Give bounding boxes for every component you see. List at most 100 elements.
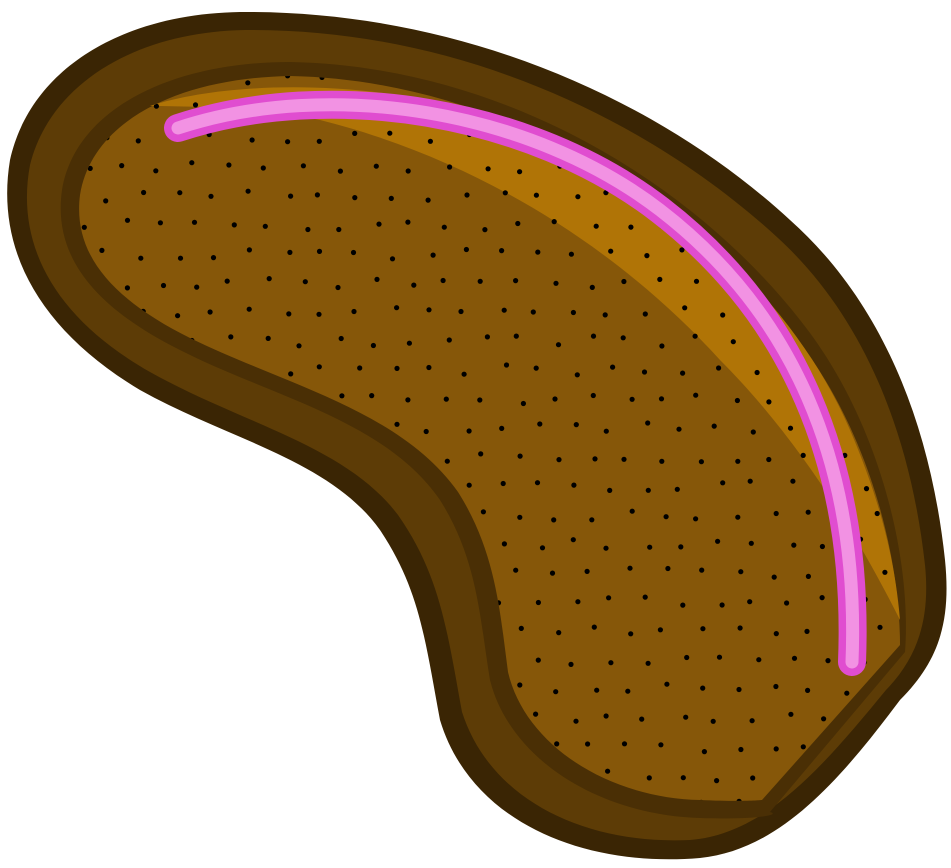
- speckle-dot: [784, 600, 790, 606]
- speckle-dot: [603, 428, 609, 434]
- speckle-dot: [316, 248, 323, 254]
- speckle-dot: [661, 101, 668, 107]
- speckle-dot: [877, 624, 883, 630]
- speckle-dot: [358, 542, 364, 548]
- speckle-dot: [248, 835, 253, 840]
- speckle-dot: [737, 625, 743, 631]
- speckle-dot: [138, 255, 144, 261]
- speckle-dot: [774, 164, 780, 171]
- speckle-dot: [464, 192, 470, 198]
- speckle-dot: [574, 372, 580, 378]
- speckle-dot: [477, 278, 483, 284]
- speckle-dot: [67, 653, 72, 658]
- speckle-dot: [513, 278, 519, 284]
- speckle-dot: [338, 335, 344, 342]
- speckle-dot: [284, 545, 290, 552]
- speckle-dot: [664, 681, 670, 687]
- speckle-dot: [321, 597, 328, 603]
- speckle-dot: [730, 339, 736, 345]
- speckle-dot: [251, 768, 257, 774]
- speckle-dot: [108, 536, 114, 542]
- speckle-dot: [711, 423, 717, 429]
- speckle-dot: [406, 340, 412, 346]
- speckle-dot: [172, 537, 179, 544]
- speckle-dot: [863, 486, 870, 492]
- speckle-dot: [645, 487, 651, 493]
- speckle-dot: [122, 449, 128, 455]
- speckle-dot: [854, 768, 860, 774]
- speckle-dot: [430, 252, 436, 258]
- speckle-dot: [844, 690, 850, 696]
- speckle-dot: [64, 481, 69, 486]
- speckle-dot: [357, 365, 363, 371]
- speckle-dot: [791, 655, 798, 661]
- speckle-dot: [189, 683, 195, 689]
- speckle-dot: [443, 800, 449, 801]
- speckle-dot: [196, 629, 202, 635]
- speckle-dot: [716, 365, 722, 371]
- speckle-dot: [226, 570, 232, 576]
- speckle-dot: [103, 198, 109, 204]
- speckle-dot: [395, 715, 401, 722]
- speckle-dot: [805, 573, 812, 580]
- speckle-dot: [500, 480, 506, 487]
- speckle-dot: [535, 599, 542, 606]
- speckle-dot: [171, 594, 177, 600]
- speckle-dot: [553, 689, 559, 695]
- speckle-dot: [501, 541, 507, 547]
- speckle-dot: [265, 686, 271, 692]
- speckle-dot: [81, 748, 88, 754]
- speckle-dot: [680, 775, 686, 781]
- speckle-dot: [856, 831, 861, 836]
- speckle-dot: [153, 168, 159, 174]
- speckle-dot: [368, 571, 374, 577]
- speckle-dot: [791, 542, 797, 548]
- speckle-dot: [83, 625, 89, 631]
- speckle-dot: [575, 599, 581, 605]
- speckle-dot: [732, 160, 739, 166]
- speckle-dot: [873, 747, 879, 753]
- speckle-dot: [878, 105, 884, 111]
- speckle-dot: [83, 513, 89, 519]
- speckle-dot: [665, 565, 671, 572]
- speckle-dot: [70, 712, 75, 717]
- speckle-dot: [99, 247, 105, 253]
- speckle-dot: [484, 334, 490, 340]
- speckle-dot: [280, 828, 285, 833]
- speckle-dot: [695, 105, 701, 111]
- speckle-dot: [316, 311, 322, 317]
- speckle-dot: [773, 746, 779, 752]
- speckle-dot: [589, 517, 595, 523]
- speckle-dot: [539, 545, 546, 551]
- speckle-dot: [628, 631, 634, 637]
- speckle-dot: [912, 688, 917, 693]
- speckle-dot: [426, 364, 432, 371]
- speckle-dot: [245, 188, 251, 194]
- speckle-dot: [608, 660, 614, 666]
- speckle-dot: [499, 425, 505, 431]
- speckle-dot: [804, 628, 810, 635]
- speckle-dot: [322, 481, 328, 487]
- speckle-dot: [210, 255, 217, 261]
- speckle-dot: [352, 130, 358, 136]
- speckle-dot: [858, 137, 865, 143]
- speckle-dot: [319, 771, 325, 777]
- speckle-dot: [206, 770, 212, 776]
- speckle-dot: [747, 599, 753, 605]
- speckle-dot: [247, 538, 253, 544]
- speckle-dot: [234, 744, 240, 750]
- speckle-dot: [607, 487, 613, 493]
- speckle-dot: [215, 483, 221, 489]
- speckle-dot: [594, 687, 600, 693]
- speckle-dot: [335, 284, 341, 291]
- speckle-dot: [608, 248, 614, 254]
- speckle-dot: [788, 711, 794, 717]
- speckle-dot: [374, 276, 380, 282]
- speckle-dot: [316, 831, 321, 836]
- speckle-dot: [912, 283, 917, 288]
- speckle-dot: [288, 193, 294, 199]
- speckle-dot: [825, 658, 831, 664]
- speckle-dot: [285, 76, 291, 79]
- speckle-dot: [749, 718, 755, 724]
- speckle-dot: [517, 682, 523, 688]
